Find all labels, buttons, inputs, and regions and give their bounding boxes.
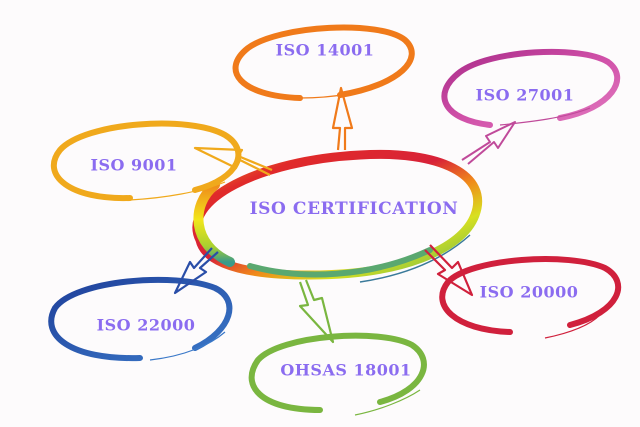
arrow-to-iso27001 (461, 121, 516, 165)
arrow-to-iso14001 (331, 86, 354, 151)
arrow-to-ohsas18001 (298, 279, 335, 344)
label-iso14001: ISO 14001 (275, 40, 375, 60)
node-iso27001 (441, 48, 621, 165)
node-iso20000 (424, 244, 622, 339)
node-ohsas18001 (248, 279, 427, 416)
label-iso20000: ISO 20000 (479, 282, 579, 302)
arrow-to-iso22000 (173, 247, 219, 295)
label-iso22000: ISO 22000 (96, 315, 196, 335)
node-iso22000 (48, 247, 233, 362)
iso9001-ellipse (51, 120, 242, 202)
center-ellipse-left-stroke (193, 180, 235, 267)
label-iso27001: ISO 27001 (475, 85, 575, 105)
center-node (192, 149, 483, 283)
iso20000-ellipse (439, 256, 622, 335)
label-ohsas18001: OHSAS 18001 (280, 360, 412, 380)
iso27001-ellipse (441, 48, 621, 128)
iso22000-ellipse (48, 276, 233, 362)
label-iso9001: ISO 9001 (90, 155, 178, 175)
node-iso14001 (232, 24, 415, 151)
arrow-to-iso20000 (424, 244, 474, 297)
iso14001-ellipse (232, 24, 415, 101)
node-iso9001 (51, 120, 273, 202)
center-label: ISO CERTIFICATION (249, 199, 459, 219)
ohsas18001-ellipse (248, 332, 427, 413)
arrow-to-iso9001 (193, 146, 273, 176)
